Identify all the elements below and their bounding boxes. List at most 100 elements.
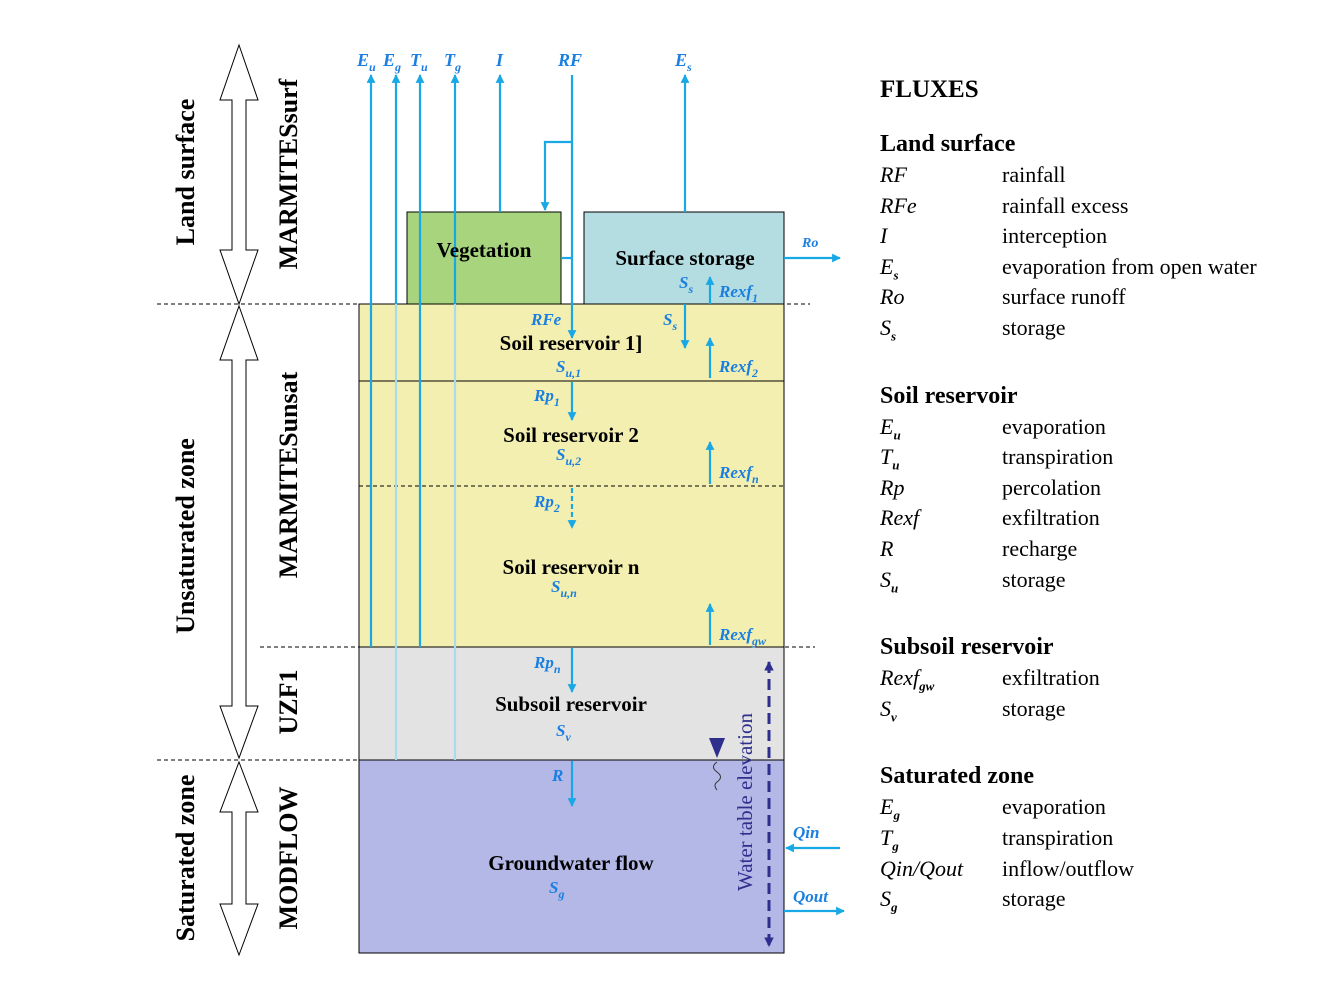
legend-symbol: R	[880, 534, 1002, 565]
legend-symbol-base: Rexf	[880, 505, 920, 531]
rexf1-label: Rexf1	[718, 282, 758, 305]
legend-symbol-base: Rexf	[880, 665, 920, 691]
legend-row: Eg evaporation	[880, 792, 1320, 823]
r-label: R	[551, 766, 563, 785]
land-surface-zone-label: Land surface	[171, 99, 200, 246]
legend-symbol-subscript: u	[893, 426, 901, 442]
ro-label: Ro	[801, 236, 818, 251]
sun-label: Su,n	[551, 577, 577, 600]
legend-symbol: Rp	[880, 473, 1002, 504]
legend-symbol-base: Ro	[880, 284, 905, 310]
legend-symbol-base: R	[880, 535, 894, 561]
su1-label: Su,1	[556, 357, 581, 380]
legend-symbol-subscript: g	[893, 807, 900, 823]
water-table-elevation-label: Water table elevation	[733, 713, 757, 891]
legend-symbol-subscript: g	[892, 838, 899, 854]
legend-description: rainfall	[1002, 162, 1066, 187]
legend-symbol-base: RF	[880, 162, 907, 187]
ss-surface-label: Ss	[679, 273, 693, 296]
legend-description: exfiltration	[1002, 505, 1100, 531]
legend-section-heading: Subsoil reservoir	[880, 634, 1054, 661]
flux-labels: Eu Eg Tu Tg I RF Es Ro Ss Rexf1 RFe Ss S…	[356, 50, 829, 906]
unsaturated-double-arrow	[219, 304, 259, 760]
zone-extent-arrows	[219, 43, 259, 957]
model-modflow-label: MODFLOW	[274, 787, 303, 930]
rexf2-label: Rexf2	[718, 357, 758, 380]
legend-symbol-subscript: g	[891, 899, 898, 915]
legend-section-heading: Saturated zone	[880, 763, 1034, 790]
es-label: Es	[674, 50, 692, 74]
vegetation-label: Vegetation	[437, 238, 532, 262]
legend-description: storage	[1002, 314, 1066, 340]
groundwater-flow-label: Groundwater flow	[488, 851, 654, 875]
legend-symbol: Qin/Qout	[880, 854, 1002, 885]
su2-label: Su,2	[556, 445, 581, 468]
rexfn-label: Rexfn	[718, 463, 759, 486]
rp2-label: Rp2	[533, 492, 560, 515]
legend-description: recharge	[1002, 535, 1078, 561]
qin-label: Qin	[793, 823, 819, 842]
legend-row: Rexf exfiltration	[880, 503, 1320, 534]
legend-symbol-subscript: s	[893, 267, 899, 283]
model-marmitesunsat-label: MARMITESunsat	[274, 371, 303, 578]
legend-symbol-base: S	[880, 566, 891, 592]
legend-description: surface runoff	[1002, 284, 1126, 310]
legend-symbol-base: S	[880, 886, 891, 912]
legend-symbol-base: S	[880, 695, 891, 721]
legend-symbol-base: RFe	[880, 192, 917, 218]
model-marmitessurf-label: MARMITESsurf	[274, 78, 303, 269]
legend-symbol: Sg	[880, 884, 1002, 915]
soil-reservoir-n-label: Soil reservoir n	[503, 555, 640, 579]
rexfgw-label: Rexfgw	[718, 625, 767, 648]
soil-reservoir-2-label: Soil reservoir 2	[503, 423, 639, 447]
water-table-wiggle	[713, 761, 721, 791]
legend-description: exfiltration	[1002, 665, 1100, 691]
eu-label: Eu	[356, 50, 376, 74]
tu-label: Tu	[410, 50, 428, 74]
legend-symbol-base: T	[880, 824, 893, 850]
legend-spacer	[880, 595, 1320, 631]
legend-symbol-base: Qin/Qout	[880, 855, 964, 881]
legend-description: transpiration	[1002, 824, 1114, 850]
legend-symbol-base: E	[880, 253, 894, 279]
legend-row: Qin/Qout inflow/outflow	[880, 854, 1320, 885]
legend-spacer	[880, 344, 1320, 380]
legend-title: FLUXES	[880, 76, 979, 103]
legend-description: percolation	[1002, 474, 1101, 500]
subsoil-reservoir-label: Subsoil reservoir	[495, 692, 647, 716]
sg-label: Sg	[549, 878, 564, 901]
legend-row: Tg transpiration	[880, 823, 1320, 854]
legend-description: transpiration	[1002, 444, 1114, 470]
legend-spacer	[880, 724, 1320, 760]
legend-symbol-base: Rp	[880, 474, 905, 500]
unsaturated-zone-label: Unsaturated zone	[171, 438, 200, 634]
legend-symbol: Rexfgw	[880, 663, 1002, 694]
tg-label: Tg	[444, 50, 461, 74]
rfe-label: RFe	[530, 310, 562, 329]
land-surface-double-arrow	[219, 43, 259, 306]
legend-description: storage	[1002, 566, 1066, 592]
legend-symbol-subscript: u	[891, 579, 899, 595]
legend-description: evaporation	[1002, 794, 1106, 820]
legend-symbol-base: I	[880, 223, 888, 249]
legend-row: Su storage	[880, 565, 1320, 596]
legend-row: RF rainfall	[880, 160, 1320, 191]
legend-section-heading: Soil reservoir	[880, 382, 1018, 409]
rpn-label: Rpn	[533, 653, 561, 676]
legend-symbol: Ss	[880, 313, 1002, 344]
model-uzf1-label: UZF1	[274, 670, 303, 735]
sv-label: Sv	[556, 721, 571, 744]
legend-symbol: Rexf	[880, 503, 1002, 534]
legend-symbol-base: E	[880, 794, 894, 820]
legend-row: Rp percolation	[880, 473, 1320, 504]
legend-description: inflow/outflow	[1002, 855, 1134, 881]
legend-description: interception	[1002, 223, 1108, 249]
